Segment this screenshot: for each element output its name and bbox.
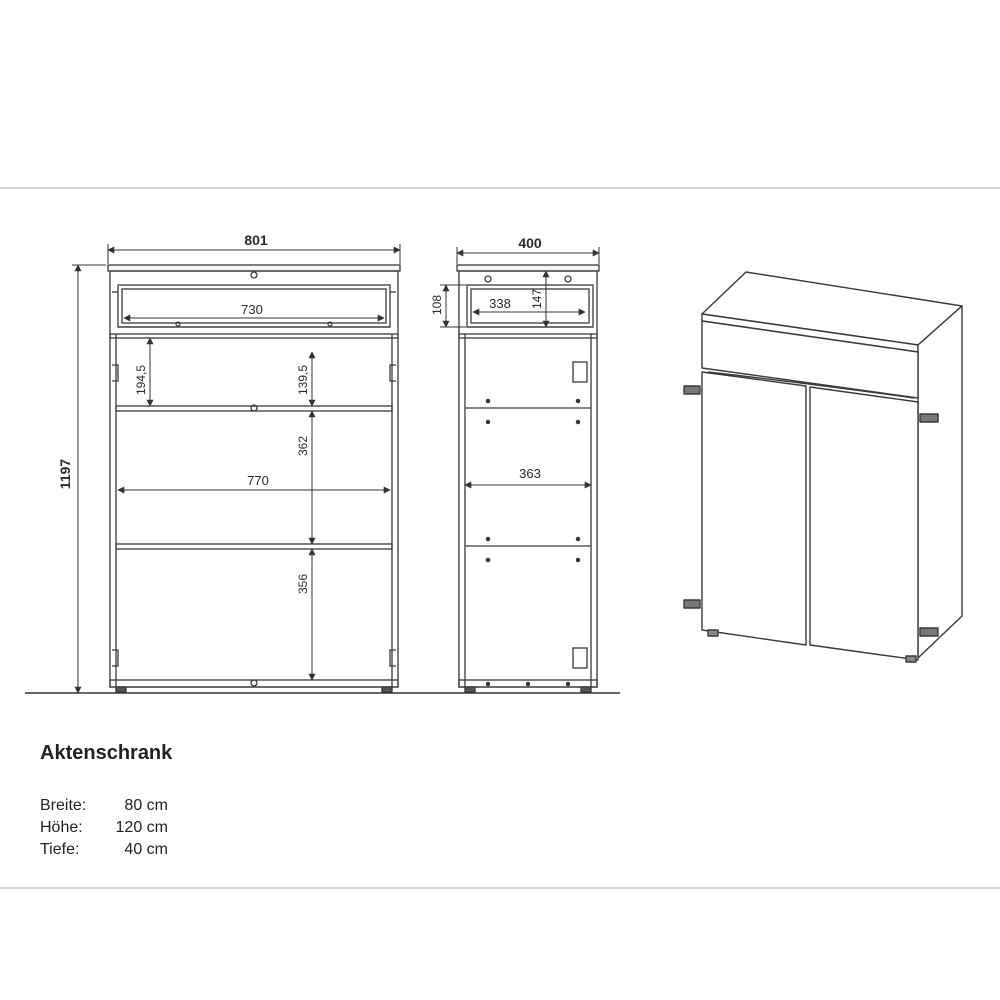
- inner-depth-label: 363: [519, 466, 541, 481]
- spec-label: Tiefe:: [40, 841, 80, 858]
- spec-value: 120 cm: [115, 819, 168, 836]
- front-view: [107, 264, 401, 693]
- drawer-height-label: 147: [530, 289, 544, 309]
- spec-label: Höhe:: [40, 819, 83, 836]
- side-depth-label: 400: [518, 235, 542, 251]
- top-divider: [0, 187, 1000, 189]
- upper-compartment-label: 139,5: [296, 365, 310, 395]
- spec-row-width: Breite: 80 cm: [40, 797, 168, 815]
- product-title: Aktenschrank: [40, 742, 173, 764]
- drawer-front-height-label: 108: [430, 295, 444, 315]
- spec-row-height: Höhe: 120 cm: [40, 819, 168, 837]
- side-dimension-lines: [440, 247, 600, 489]
- front-dimension-lines: [72, 244, 401, 694]
- perspective-view: [683, 271, 963, 663]
- spec-value: 80 cm: [124, 797, 168, 814]
- drawer-inner-width-label: 730: [241, 302, 263, 317]
- drawer-to-shelf-label: 194,5: [134, 365, 148, 395]
- spec-value: 40 cm: [124, 841, 168, 858]
- middle-compartment-label: 362: [296, 436, 310, 456]
- front-height-label: 1197: [57, 459, 73, 490]
- drawer-depth-label: 338: [489, 296, 511, 311]
- front-width-label: 801: [244, 232, 268, 248]
- side-view: [456, 264, 600, 693]
- inner-width-label: 770: [247, 473, 269, 488]
- lower-compartment-label: 356: [296, 574, 310, 594]
- bottom-divider: [0, 887, 1000, 889]
- spec-label: Breite:: [40, 797, 87, 814]
- spec-row-depth: Tiefe: 40 cm: [40, 841, 168, 859]
